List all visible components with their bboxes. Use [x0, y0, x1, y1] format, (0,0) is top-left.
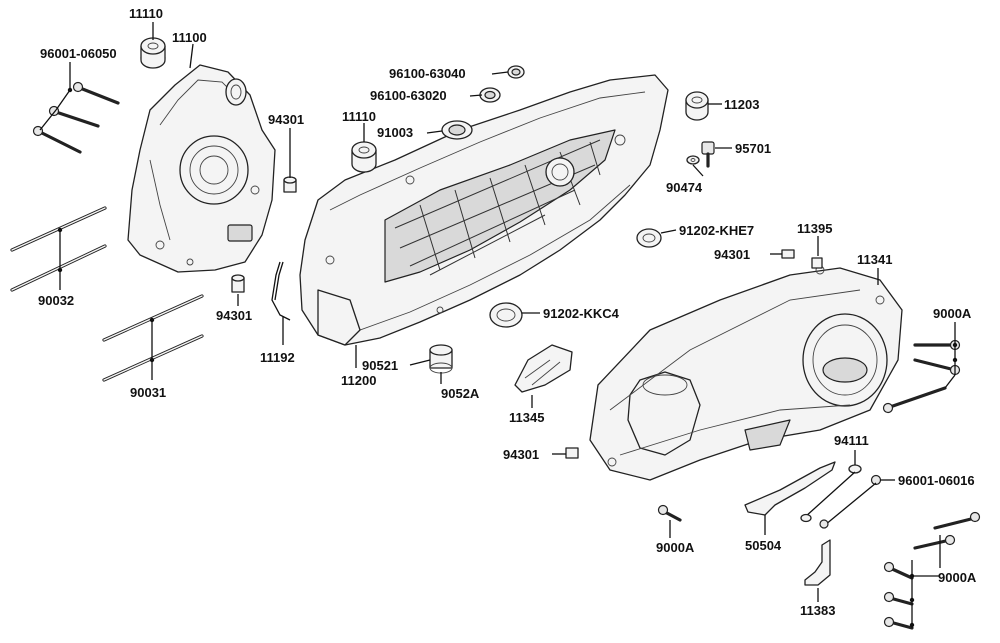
bushing-11110-top — [140, 37, 166, 69]
plug-9052A — [429, 344, 453, 374]
label-11395: 11395 — [797, 221, 832, 236]
bracket-11383 — [804, 539, 831, 586]
cover-11341 — [589, 265, 903, 481]
label-11192: 11192 — [260, 350, 295, 365]
studs-90031 — [102, 294, 204, 382]
leader-96001-hw — [824, 482, 877, 526]
label-96100-63040: 96100-63040 — [389, 66, 466, 81]
dowel-94301-b — [781, 249, 795, 259]
crankcase-middle-11200 — [299, 74, 669, 346]
label-11341: 11341 — [857, 252, 892, 267]
label-11110-mid: 11110 — [342, 109, 376, 124]
washer-94111 — [848, 464, 862, 474]
bearing-96100-63040 — [507, 65, 525, 79]
bolts-96001-06050 — [32, 81, 120, 154]
label-91202-KKC4: 91202-KKC4 — [543, 306, 620, 321]
label-11345: 11345 — [509, 410, 544, 425]
bearing-91003 — [441, 120, 473, 140]
label-95701: 95701 — [735, 141, 771, 156]
label-91202-KHE7: 91202-KHE7 — [679, 223, 754, 238]
bolt-9000A-b — [657, 504, 682, 522]
label-94111: 94111 — [834, 433, 869, 448]
seal-91202-KKC4 — [489, 302, 523, 328]
label-96100-63020: 96100-63020 — [370, 88, 447, 103]
bolts-9000A-a — [882, 339, 961, 414]
bushing-11203 — [685, 91, 709, 121]
leader-94111-hw — [804, 471, 856, 518]
label-94301-b: 94301 — [714, 247, 750, 262]
bolts-9000A-c — [883, 511, 981, 630]
bolt-95701 — [701, 141, 715, 168]
seal-91202-KHE7 — [636, 228, 662, 248]
label-11203: 11203 — [724, 97, 759, 112]
dowel-11395 — [811, 257, 823, 269]
bearing-96100-63020 — [479, 87, 501, 103]
bolt-96001-06016-b — [819, 519, 829, 529]
dowel-94301-c — [231, 274, 245, 293]
label-96001-06050: 96001-06050 — [40, 46, 117, 61]
label-11110-top: 11110 — [129, 6, 163, 21]
label-9000A-a: 9000A — [933, 306, 972, 321]
part-labels: 11110 96001-06050 11100 96100-63040 9610… — [38, 6, 977, 618]
label-94301-a: 94301 — [268, 112, 304, 127]
label-9052A: 9052A — [441, 386, 480, 401]
clip-11192 — [271, 261, 291, 321]
studs-90032 — [10, 206, 107, 292]
bracket-50504 — [744, 461, 836, 516]
label-90031: 90031 — [130, 385, 166, 400]
leader-lines — [39, 22, 956, 628]
leader-dots — [57, 87, 958, 628]
label-94301-d: 94301 — [503, 447, 539, 462]
label-50504: 50504 — [745, 538, 782, 553]
label-96001-06016: 96001-06016 — [898, 473, 975, 488]
dowel-94301-d — [565, 447, 579, 459]
duct-11345 — [514, 344, 573, 393]
washer-90474 — [686, 155, 700, 165]
label-90474: 90474 — [666, 180, 703, 195]
label-9000A-b: 9000A — [656, 540, 695, 555]
label-91003: 91003 — [377, 125, 413, 140]
crankcase-left-11100 — [127, 64, 276, 273]
label-94301-c: 94301 — [216, 308, 252, 323]
label-11200: 11200 — [341, 373, 376, 388]
label-11100: 11100 — [172, 30, 207, 45]
dowel-94301-a — [283, 176, 297, 193]
label-90521: 90521 — [362, 358, 398, 373]
label-90032: 90032 — [38, 293, 74, 308]
washer-94111-b — [800, 513, 812, 523]
bushing-11110-mid — [351, 141, 377, 173]
label-11383: 11383 — [800, 603, 835, 618]
label-9000A-c: 9000A — [938, 570, 977, 585]
